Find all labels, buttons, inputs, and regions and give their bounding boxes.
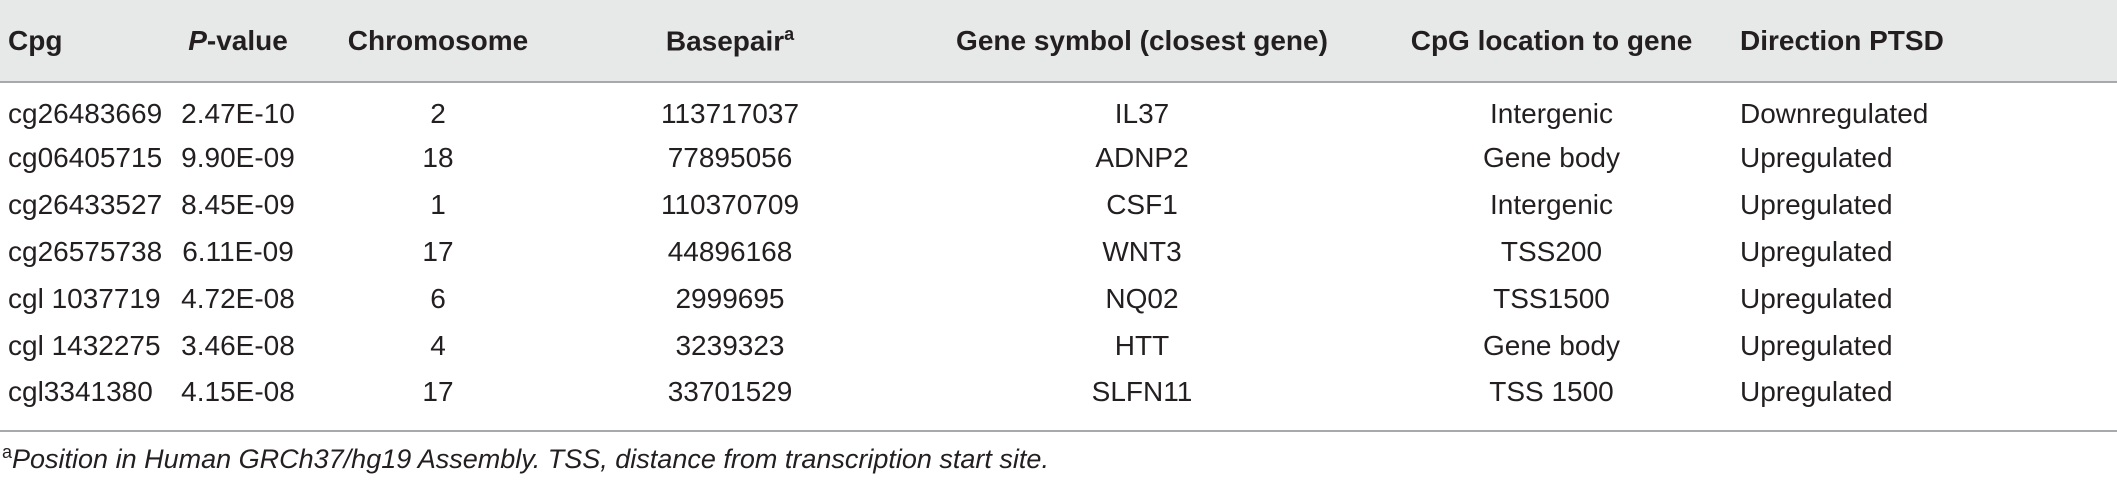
- cell-pvalue: 9.90E-09: [181, 141, 295, 173]
- cell-gene-symbol: IL37: [1114, 97, 1170, 129]
- cell-pvalue: 2.47E-10: [181, 97, 295, 129]
- table-row: cg26433527 8.45E-09 1 110370709 CSF1 Intergen…: [0, 181, 2117, 228]
- cell-chromosome: 17: [422, 375, 454, 407]
- cell-cpg: cgl 1037719: [8, 282, 161, 314]
- header-cpg-location: CpG location to gene: [1379, 0, 1724, 83]
- cell-basepair: 3239323: [675, 329, 785, 361]
- cell-gene-symbol: SLFN11: [1091, 375, 1193, 407]
- cell-gene-symbol: HTT: [1114, 329, 1170, 361]
- table-bottom-rule: [0, 430, 2117, 432]
- table-row: cgl 1432275 3.46E-08 4 3239323 HTT Gene body U…: [0, 322, 2117, 369]
- cell-pvalue: 3.46E-08: [181, 329, 295, 361]
- table-row: cgl3341380 4.15E-08 17 33701529 SLFN11 TSS 15…: [0, 369, 2117, 424]
- cell-chromosome: 4: [430, 329, 446, 361]
- cell-basepair: 110370709: [660, 188, 800, 220]
- data-table: Cpg P-value Chromosome Basepaira Gene sy…: [0, 0, 2117, 424]
- cell-gene-symbol: ADNP2: [1095, 141, 1189, 173]
- table-footnote: aPosition in Human GRCh37/hg19 Assembly.…: [2, 442, 1049, 475]
- cell-cpg-location: TSS 1500: [1489, 375, 1614, 407]
- cell-direction: Downregulated: [1740, 97, 1929, 129]
- cell-direction: Upregulated: [1740, 375, 1893, 407]
- cell-direction: Upregulated: [1740, 188, 1893, 220]
- header-direction: Direction PTSD: [1724, 0, 2117, 83]
- cell-cpg: cgl 1432275: [8, 329, 161, 361]
- cell-cpg: cg06405715: [8, 141, 163, 173]
- cell-cpg: cgl3341380: [8, 375, 153, 407]
- cell-gene-symbol: NQ02: [1105, 282, 1179, 314]
- cell-cpg-location: Gene body: [1483, 329, 1620, 361]
- cell-cpg: cg26575738: [8, 235, 163, 267]
- cell-pvalue: 4.72E-08: [181, 282, 295, 314]
- table-row: cg26575738 6.11E-09 17 44896168 WNT3 TSS200 Up…: [0, 228, 2117, 275]
- cell-pvalue: 8.45E-09: [181, 188, 295, 220]
- header-basepair-footnote-marker: a: [784, 23, 795, 44]
- cell-chromosome: 1: [430, 188, 446, 220]
- cell-cpg-location: TSS1500: [1493, 282, 1610, 314]
- table-row: cg26483669 2.47E-10 2 113717037 IL37 Intergen…: [0, 82, 2117, 134]
- header-basepair: Basepaira: [555, 0, 905, 83]
- cell-cpg-location: Intergenic: [1490, 97, 1613, 129]
- cell-basepair: 44896168: [667, 235, 793, 267]
- cell-cpg: cg26433527: [8, 188, 163, 220]
- header-cpg: Cpg: [0, 0, 155, 83]
- cell-chromosome: 2: [430, 97, 446, 129]
- cell-direction: Upregulated: [1740, 235, 1893, 267]
- header-row: Cpg P-value Chromosome Basepaira Gene sy…: [0, 0, 2117, 83]
- cell-pvalue: 4.15E-08: [181, 375, 295, 407]
- cell-basepair: 113717037: [660, 97, 800, 129]
- table-header: Cpg P-value Chromosome Basepaira Gene sy…: [0, 0, 2117, 83]
- cell-gene-symbol: WNT3: [1102, 235, 1182, 267]
- cell-chromosome: 18: [422, 141, 454, 173]
- header-chromosome: Chromosome: [321, 0, 555, 83]
- cell-chromosome: 17: [422, 235, 454, 267]
- table-row: cgl 1037719 4.72E-08 6 2999695 NQ02 TSS1500 Up…: [0, 275, 2117, 322]
- cell-pvalue: 6.11E-09: [182, 235, 294, 267]
- cell-cpg-location: TSS200: [1500, 235, 1603, 267]
- cell-gene-symbol: CSF1: [1106, 188, 1178, 220]
- cell-cpg-location: Intergenic: [1490, 188, 1613, 220]
- header-pvalue-rest: -value: [206, 24, 288, 56]
- table-row: cg06405715 9.90E-09 18 77895056 ADNP2 Gene bo…: [0, 134, 2117, 181]
- cell-cpg-location: Gene body: [1483, 141, 1620, 173]
- header-basepair-label: Basepair: [665, 25, 785, 57]
- cell-cpg: cg26483669: [8, 97, 163, 129]
- footnote-marker: a: [2, 442, 13, 462]
- cell-basepair: 33701529: [667, 375, 793, 407]
- cell-basepair: 77895056: [667, 141, 793, 173]
- cell-chromosome: 6: [430, 282, 446, 314]
- cell-direction: Upregulated: [1740, 282, 1893, 314]
- header-pvalue: P-value: [155, 0, 321, 83]
- header-pvalue-italic: P: [188, 24, 207, 56]
- header-gene-symbol: Gene symbol (closest gene): [905, 0, 1379, 83]
- footnote-text: Position in Human GRCh37/hg19 Assembly. …: [12, 444, 1049, 474]
- cell-direction: Upregulated: [1740, 329, 1893, 361]
- cell-basepair: 2999695: [675, 282, 785, 314]
- cell-direction: Upregulated: [1740, 141, 1893, 173]
